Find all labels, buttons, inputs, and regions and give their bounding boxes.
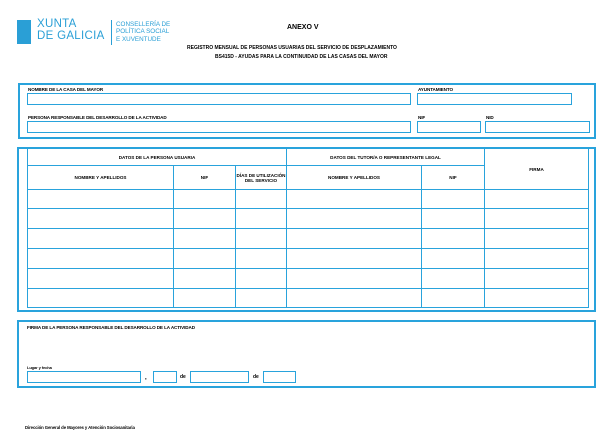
col-header-tutor-nif: NIF: [421, 165, 485, 190]
col-header-tutor-name: NOMBRE Y APELLIDOS: [286, 165, 422, 190]
cell-days[interactable]: [235, 208, 287, 229]
col-header-user-name: NOMBRE Y APELLIDOS: [27, 165, 174, 190]
month-field[interactable]: [190, 371, 249, 383]
responsible-field[interactable]: [27, 121, 411, 133]
cell-tutor-name[interactable]: [286, 228, 422, 249]
cell-user-nif[interactable]: [173, 189, 236, 209]
cell-tutor-name[interactable]: [286, 208, 422, 229]
place-field[interactable]: [27, 371, 141, 383]
cell-tutor-nif[interactable]: [421, 248, 485, 269]
col-header-user-nif: NIF: [173, 165, 236, 190]
cell-tutor-nif[interactable]: [421, 268, 485, 289]
cell-days[interactable]: [235, 268, 287, 289]
users-table: DATOS DE LA PERSONA USUARIA DATOS DEL TU…: [27, 148, 589, 308]
cell-signature[interactable]: [484, 248, 589, 269]
comma-separator: ,: [145, 375, 147, 381]
logo-title: XUNTA DE GALICIA: [37, 18, 105, 42]
cell-signature[interactable]: [484, 208, 589, 229]
cell-user-name[interactable]: [27, 189, 174, 209]
house-name-field[interactable]: [27, 93, 411, 105]
cell-signature[interactable]: [484, 268, 589, 289]
logo-sub-2: POLÍTICA SOCIAL: [116, 28, 170, 36]
cell-tutor-name[interactable]: [286, 288, 422, 308]
nif-label: NIF: [418, 115, 426, 120]
xunta-emblem-icon: [17, 20, 31, 44]
cell-signature[interactable]: [484, 288, 589, 308]
cell-user-name[interactable]: [27, 268, 174, 289]
document-title: REGISTRO MENSUAL DE PERSONAS USUARIAS DE…: [187, 45, 397, 51]
annex-title: ANEXO V: [287, 24, 319, 31]
cell-tutor-nif[interactable]: [421, 189, 485, 209]
cell-days[interactable]: [235, 189, 287, 209]
cell-tutor-nif[interactable]: [421, 208, 485, 229]
year-field[interactable]: [263, 371, 296, 383]
table-row: [27, 228, 589, 249]
cell-tutor-name[interactable]: [286, 248, 422, 269]
table-row: [27, 288, 589, 308]
logo-sub-1: CONSELLERÍA DE: [116, 21, 171, 28]
day-field[interactable]: [153, 371, 177, 383]
nif-field[interactable]: [417, 121, 481, 133]
logo-sub-3: E XUVENTUDE: [116, 35, 161, 43]
group-header-tutor: DATOS DEL TUTOR/A O REPRESENTANTE LEGAL: [286, 148, 485, 166]
cell-days[interactable]: [235, 228, 287, 249]
cell-user-name[interactable]: [27, 288, 174, 308]
de-separator-2: de: [253, 374, 259, 380]
logo-line-1: XUNTA: [37, 18, 77, 30]
cell-user-nif[interactable]: [173, 288, 236, 308]
council-field[interactable]: [417, 93, 572, 105]
signature-section: [17, 320, 596, 388]
cell-signature[interactable]: [484, 189, 589, 209]
council-label: AYUNTAMIENTO: [418, 87, 453, 92]
col-header-signature: FIRMA: [484, 148, 589, 190]
document-subtitle: BS415D - AYUDAS PARA LA CONTINUIDAD DE L…: [215, 54, 388, 60]
logo-separator: [111, 20, 112, 45]
house-name-label: NOMBRE DE LA CASA DEL MAYOR: [28, 87, 104, 92]
col-header-days: DÍAS DE UTILIZACIÓN DEL SERVICIO: [235, 165, 287, 190]
cell-tutor-name[interactable]: [286, 268, 422, 289]
signature-label: FIRMA DE LA PERSONA RESPONSABLE DEL DESA…: [27, 325, 195, 330]
logo-line-2: DE GALICIA: [37, 29, 105, 42]
responsible-label: PERSONA RESPONSABLE DEL DESARROLLO DE LA…: [28, 115, 167, 120]
cell-tutor-nif[interactable]: [421, 228, 485, 249]
cell-days[interactable]: [235, 288, 287, 308]
cell-user-nif[interactable]: [173, 208, 236, 229]
table-row: [27, 189, 589, 209]
nid-field[interactable]: [485, 121, 590, 133]
cell-user-name[interactable]: [27, 228, 174, 249]
cell-user-nif[interactable]: [173, 228, 236, 249]
cell-user-nif[interactable]: [173, 248, 236, 269]
identification-section: [18, 83, 596, 139]
cell-days[interactable]: [235, 248, 287, 269]
cell-tutor-name[interactable]: [286, 189, 422, 209]
group-header-user: DATOS DE LA PERSONA USUARIA: [27, 148, 287, 166]
cell-user-name[interactable]: [27, 248, 174, 269]
de-separator-1: de: [180, 374, 186, 380]
nid-label: NID: [486, 115, 494, 120]
place-date-label: Lugar y fecha: [27, 365, 52, 370]
cell-tutor-nif[interactable]: [421, 288, 485, 308]
footer-department: Dirección General de Mayores y Atención …: [25, 425, 135, 430]
table-row: [27, 268, 589, 289]
cell-signature[interactable]: [484, 228, 589, 249]
table-row: [27, 208, 589, 229]
logo-subtitle: CONSELLERÍA DE POLÍTICA SOCIAL E XUVENTU…: [116, 21, 170, 43]
cell-user-nif[interactable]: [173, 268, 236, 289]
cell-user-name[interactable]: [27, 208, 174, 229]
table-row: [27, 248, 589, 269]
